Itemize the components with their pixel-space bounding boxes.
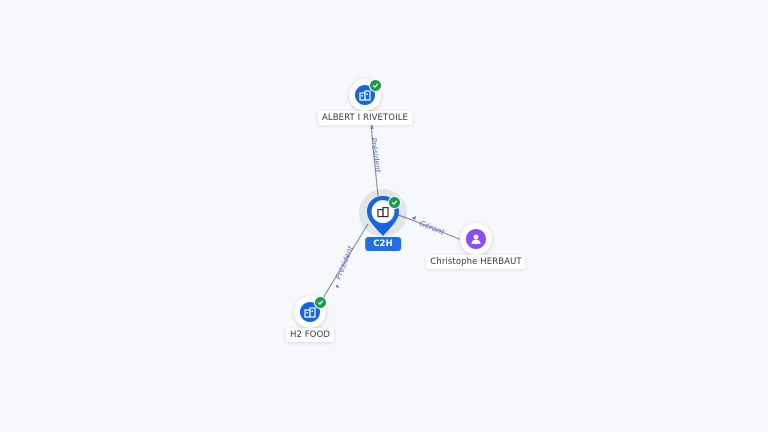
building-icon <box>304 307 316 318</box>
node-label[interactable]: ALBERT I RIVETOILE <box>317 111 413 125</box>
edge-christophe-c2h <box>394 213 463 241</box>
node-circle[interactable] <box>460 223 492 255</box>
edge-arrow <box>370 125 374 129</box>
building-icon <box>359 90 371 101</box>
edge-label-christophe-c2h: Gérant <box>418 219 446 237</box>
person-badge <box>466 229 486 249</box>
node-label[interactable]: Christophe HERBAUT <box>426 255 526 269</box>
edge-c2h-h2food <box>321 223 369 301</box>
verified-badge <box>388 196 401 209</box>
person-icon <box>471 234 481 244</box>
node-label[interactable]: H2 FOOD <box>285 328 335 342</box>
check-icon <box>391 200 398 205</box>
edge-arrow <box>336 284 339 288</box>
verified-badge <box>314 296 327 309</box>
edge-label-c2h-h2food: Président <box>334 244 356 281</box>
edge-label-albert-c2h: Président <box>369 137 383 174</box>
verified-badge <box>369 79 382 92</box>
check-icon <box>372 83 379 88</box>
edge-arrow <box>412 216 416 220</box>
check-icon <box>317 300 324 305</box>
node-label[interactable]: C2H <box>365 237 401 251</box>
